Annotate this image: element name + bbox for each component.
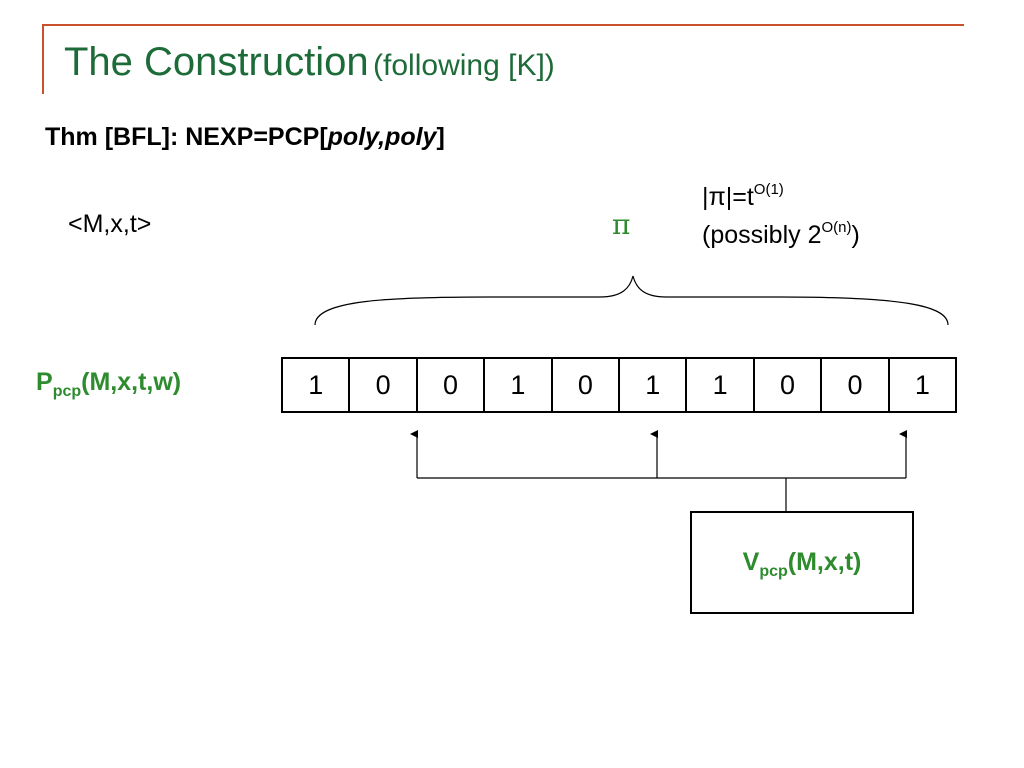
bit-cell: 0 (752, 359, 820, 411)
title-rule-vertical (42, 24, 44, 94)
bit-cell: 1 (685, 359, 752, 411)
proof-brace (314, 275, 949, 326)
bit-cell: 1 (618, 359, 685, 411)
title-rule-horizontal (42, 24, 964, 26)
bit-cell: 1 (308, 369, 324, 400)
bit-cell: 0 (348, 359, 415, 411)
prover-label: Ppcp(M,x,t,w) (36, 368, 182, 400)
size-line-2-exp: O(n) (821, 219, 852, 236)
title-main: The Construction (64, 40, 369, 84)
proof-symbol: π (612, 208, 631, 241)
proof-size-note: |π|=tO(1) (possibly 2O(n)) (702, 178, 860, 254)
bit-cell: 0 (415, 359, 483, 411)
verifier-box: Vpcp(M,x,t) (690, 511, 914, 614)
title-paren: (following [K]) (373, 49, 555, 82)
verifier-label: Vpcp(M,x,t) (742, 548, 862, 580)
theorem-prefix: Thm [BFL]: NEXP=PCP[ (45, 123, 328, 151)
slide-title: The Construction (following [K]) (64, 40, 555, 85)
prover-args: (M,x,t,w) (81, 368, 182, 396)
bit-cell: 1 (483, 359, 550, 411)
bit-cell: 1 (887, 359, 955, 411)
size-line-1: |π|=tO(1) (702, 178, 860, 216)
size-line-1-exp: O(1) (753, 181, 784, 198)
proof-bit-string: 1 0 0 1 0 1 1 0 0 1 (281, 357, 957, 413)
size-line-2: (possibly 2O(n)) (702, 216, 860, 254)
bit-cell: 0 (820, 359, 887, 411)
prover-P: P (36, 368, 53, 396)
theorem-statement: Thm [BFL]: NEXP=PCP[poly,poly] (45, 123, 445, 152)
size-line-2-prefix: (possibly 2 (702, 221, 822, 249)
prover-sub: pcp (52, 383, 82, 400)
theorem-italic: poly,poly (327, 123, 437, 151)
size-line-2-suffix: ) (851, 221, 860, 249)
size-line-1-prefix: |π|=t (702, 183, 754, 211)
input-tuple: <M,x,t> (68, 210, 152, 238)
bit-cell: 0 (550, 359, 618, 411)
verifier-args: (M,x,t) (787, 548, 862, 576)
verifier-sub: pcp (759, 563, 788, 580)
verifier-V: V (742, 548, 760, 576)
theorem-suffix: ] (436, 123, 445, 151)
